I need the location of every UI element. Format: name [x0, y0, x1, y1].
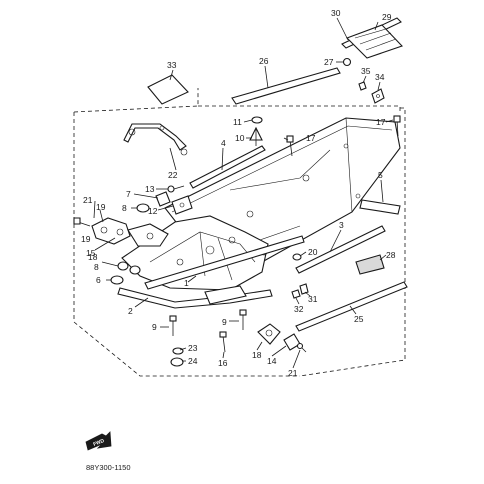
bar-22: [123, 123, 188, 156]
callout-21-bottom: 21: [288, 368, 298, 378]
callout-1: 1: [184, 278, 189, 288]
bolt-9a: [169, 315, 177, 336]
bolt-16: [219, 331, 227, 353]
bolt-9b: [239, 309, 247, 330]
bolt-21a: [73, 217, 91, 227]
cap-27: [342, 57, 352, 67]
plate-28: [355, 254, 385, 275]
callout-18-left: 18: [88, 252, 98, 262]
washer-23: [172, 347, 184, 355]
forward-arrow-icon: FWD: [85, 431, 112, 451]
clip-32: [291, 289, 301, 299]
bracket-18b: [257, 323, 281, 345]
leader-lines: [93, 17, 394, 369]
mount-10: [249, 126, 263, 146]
assembly-boundary: [73, 88, 406, 377]
callout-28: 28: [386, 250, 396, 260]
clip-35: [358, 81, 367, 91]
callout-labels: 30 29 26 27 35 34 33 11 10 17 17 22 4 13…: [81, 8, 396, 378]
callout-12: 12: [148, 206, 158, 216]
bushing-18a: [117, 261, 129, 271]
callout-8-left: 8: [94, 262, 99, 272]
bushing-20: [292, 253, 302, 261]
bracket-7: [155, 191, 171, 207]
callout-3: 3: [339, 220, 344, 230]
callout-2: 2: [128, 306, 133, 316]
callout-17-top: 17: [306, 133, 316, 143]
callout-8-top: 8: [122, 203, 127, 213]
callout-26: 26: [259, 56, 269, 66]
callout-9-right: 9: [222, 317, 227, 327]
bolt-17b: [393, 115, 401, 137]
bracket-34: [371, 88, 385, 104]
drawing-code: 88Y300-1150: [86, 463, 130, 472]
bolt-17a: [286, 135, 294, 157]
rail-25: [295, 281, 408, 332]
callout-4: 4: [221, 138, 226, 148]
callout-10: 10: [235, 133, 245, 143]
callout-31: 31: [308, 294, 318, 304]
callout-16: 16: [218, 358, 228, 368]
clip-31: [299, 283, 309, 295]
rail-5: [359, 199, 401, 215]
cap-11: [251, 116, 263, 124]
decal-33: [147, 74, 189, 105]
callout-11: 11: [233, 117, 242, 127]
rail-3: [295, 225, 386, 274]
rail-1: [144, 235, 305, 290]
rail-2: [117, 285, 273, 309]
callout-18-bottom: 18: [252, 350, 262, 360]
bolt-13: [167, 185, 185, 193]
callout-5: 5: [378, 170, 383, 180]
nut-24: [170, 357, 184, 367]
callout-6: 6: [96, 275, 101, 285]
bolt-21b: [296, 342, 307, 353]
callout-34: 34: [375, 72, 385, 82]
callout-20: 20: [308, 247, 318, 257]
callout-35: 35: [361, 66, 371, 76]
strip-26: [231, 67, 341, 105]
callout-17-right: 17: [376, 117, 386, 127]
collar-6: [110, 275, 124, 285]
bushing-8b: [129, 265, 141, 275]
callout-27: 27: [324, 57, 334, 67]
callout-33: 33: [167, 60, 177, 70]
callout-25: 25: [354, 314, 364, 324]
callout-32: 32: [294, 304, 304, 314]
callout-22: 22: [168, 170, 178, 180]
arm-15: [127, 223, 169, 247]
steering-block-19: [91, 217, 131, 245]
fwd-label: FWD: [92, 438, 105, 448]
callout-24: 24: [188, 356, 198, 366]
callout-21-left: 21: [83, 195, 93, 205]
callout-13: 13: [145, 184, 155, 194]
rail-4: [189, 145, 266, 189]
callout-15: 15: [86, 248, 96, 258]
callout-23: 23: [188, 343, 198, 353]
callout-14: 14: [267, 356, 277, 366]
callout-29: 29: [382, 12, 392, 22]
callout-7: 7: [126, 189, 131, 199]
callout-19-a: 19: [96, 202, 106, 212]
seat-plate-29: [346, 24, 403, 59]
callout-30: 30: [331, 8, 341, 18]
bracket-12: [171, 195, 193, 215]
callout-19-b: 19: [81, 234, 91, 244]
callout-9-left: 9: [152, 322, 157, 332]
